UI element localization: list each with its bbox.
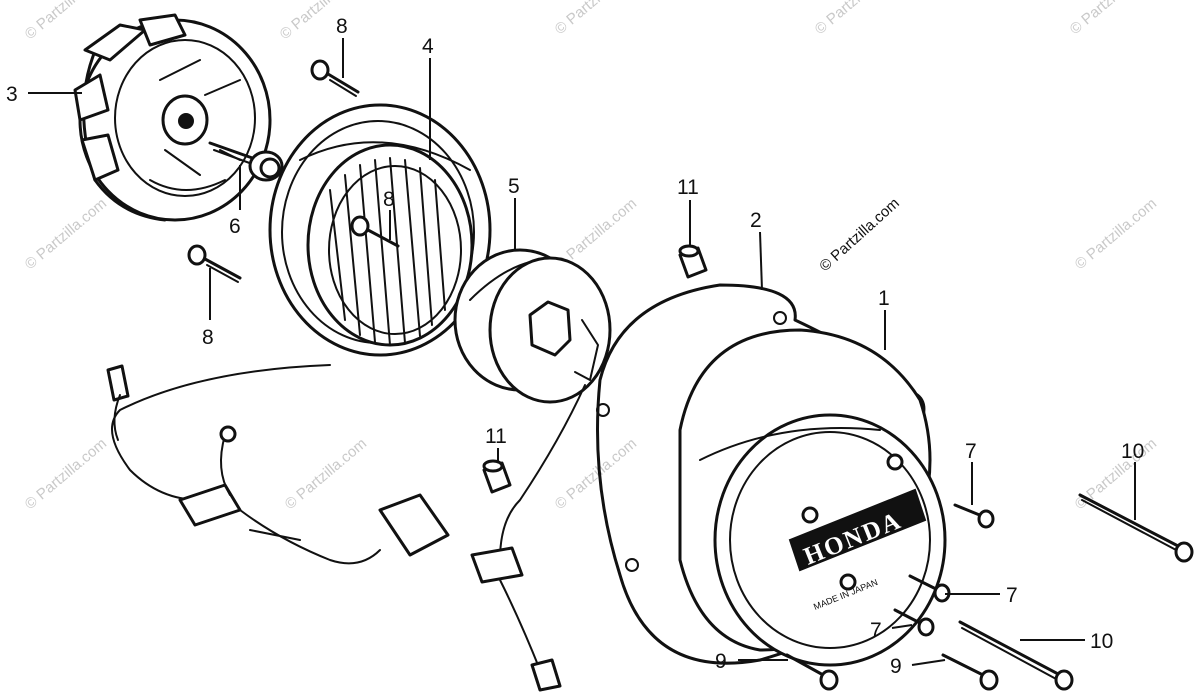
flywheel-rotor	[73, 13, 272, 222]
callout-11: 11	[677, 176, 699, 199]
screw-7-mid	[908, 574, 951, 603]
callout-numbers: 3 8 4 8 6 8 5 11 2 1 11 7 10 7 7 10 9 9	[6, 15, 1144, 678]
stator	[268, 103, 492, 357]
alternator-cover: HONDA MADE IN JAPAN	[678, 328, 947, 667]
long-bolt-10-right	[1078, 493, 1194, 563]
watermark: © Partzilla.com	[1072, 195, 1160, 273]
screw-9-left	[785, 653, 839, 691]
screw-8-top	[310, 59, 360, 97]
screw-9-right	[941, 653, 999, 691]
watermark: © Partzilla.com	[812, 0, 900, 38]
watermark: © Partzilla.com	[1067, 0, 1155, 38]
callout-1: 1	[878, 287, 890, 310]
callout-8: 8	[336, 15, 348, 38]
watermark: © Partzilla.com	[552, 0, 640, 38]
callout-2: 2	[750, 209, 762, 232]
callout-8: 8	[383, 188, 395, 211]
screw-7-low	[893, 608, 935, 637]
callout-9: 9	[890, 655, 902, 678]
callout-6: 6	[229, 215, 241, 238]
watermark: © Partzilla.com	[22, 195, 110, 273]
callout-10: 10	[1121, 440, 1144, 463]
dowel-pin-top	[678, 244, 708, 279]
callout-3: 3	[6, 83, 18, 106]
watermark: © Partzilla.com	[282, 435, 370, 513]
callout-7: 7	[870, 619, 882, 642]
callout-10: 10	[1090, 630, 1113, 653]
screw-8-mid	[350, 215, 400, 248]
callout-7: 7	[1006, 584, 1018, 607]
watermark: © Partzilla.com	[277, 0, 365, 43]
callout-9: 9	[715, 650, 727, 673]
screw-7-right	[953, 503, 995, 529]
dowel-pin-bottom	[482, 459, 512, 494]
long-bolt-10-low	[958, 620, 1074, 691]
callout-5: 5	[508, 175, 520, 198]
watermark: © Partzilla.com	[22, 0, 110, 43]
wiring-harness	[106, 364, 586, 692]
screw-8-left	[187, 244, 242, 283]
rotor-bolt	[208, 141, 284, 182]
watermark-visible: © Partzilla.com	[816, 195, 902, 275]
watermark: © Partzilla.com	[552, 435, 640, 513]
watermark: © Partzilla.com	[22, 435, 110, 513]
callout-4: 4	[422, 35, 434, 58]
callout-7: 7	[965, 440, 977, 463]
callout-8: 8	[202, 326, 214, 349]
callout-lines	[28, 38, 1136, 666]
pulse-generator	[453, 248, 612, 404]
callout-11: 11	[485, 425, 507, 448]
